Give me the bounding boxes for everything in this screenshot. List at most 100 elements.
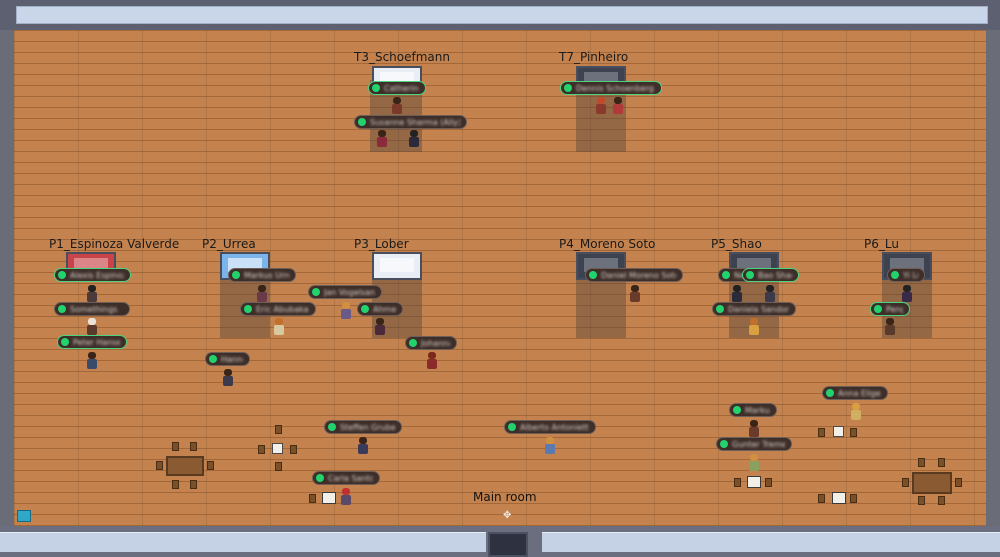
player-avatar[interactable] [274,318,284,335]
player-name-tag[interactable]: Dennis Schoenberg [560,81,662,95]
left-wall [0,30,14,530]
top-wall [0,0,1000,30]
player-avatar[interactable] [749,454,759,471]
area-label-t3: T3_Schoefmann [354,50,450,64]
chair [190,442,197,451]
chair [918,458,925,467]
wooden-floor[interactable] [14,30,986,526]
online-status-icon [372,84,380,92]
chair [818,428,825,437]
online-status-icon [312,288,320,296]
player-name-tag[interactable]: Hannes [205,352,250,366]
player-name-tag[interactable]: Alexis Espinoza [54,268,131,282]
chair [275,425,282,434]
chair [290,445,297,454]
player-avatar[interactable] [377,130,387,147]
player-avatar[interactable] [427,352,437,369]
player-avatar[interactable] [87,285,97,302]
area-label-p6: P6_Lu [864,237,899,251]
online-status-icon [733,406,741,414]
table-right [912,472,952,494]
player-avatar[interactable] [358,437,368,454]
area-label-p3: P3_Lober [354,237,409,251]
player-name-tag[interactable]: Catherine [368,81,426,95]
chair [172,480,179,489]
player-name-tag[interactable]: Jan Vogelsang [308,285,382,299]
player-name-tag[interactable]: Daniela Sandoni [712,302,796,316]
player-avatar[interactable] [545,437,555,454]
player-name-tag[interactable]: Carla Santos [312,471,380,485]
online-status-icon [328,423,336,431]
online-status-icon [409,339,417,347]
player-name-tag[interactable]: Markus Urrea [228,268,296,282]
chair [275,462,282,471]
chair [902,478,909,487]
player-avatar[interactable] [749,318,759,335]
player-name-tag[interactable]: Eric Abubakare [240,302,316,316]
chair [734,478,741,487]
player-avatar[interactable] [902,285,912,302]
player-avatar[interactable] [87,318,97,335]
player-name-tag[interactable]: Johanna [405,336,457,350]
player-avatar[interactable] [613,97,623,114]
chair [207,461,214,470]
player-avatar[interactable] [409,130,419,147]
chair [850,428,857,437]
player-avatar[interactable] [732,285,742,302]
online-status-icon [244,305,252,313]
player-name-tag[interactable]: Alberto Antonietti [504,420,596,434]
online-status-icon [746,271,754,279]
online-status-icon [891,271,899,279]
player-name-tag[interactable]: Somethings [54,302,130,316]
whiteboard-p3[interactable] [372,252,422,280]
player-avatar[interactable] [392,97,402,114]
online-status-icon [589,271,597,279]
chair [938,458,945,467]
player-avatar[interactable] [257,285,267,302]
player-avatar[interactable] [851,403,861,420]
online-status-icon [58,305,66,313]
player-name-tag[interactable]: Susanne Sharma (Ally) [354,115,467,129]
online-status-icon [722,271,730,279]
area-label-p1: P1_Espinoza Valverde [49,237,180,251]
room-door[interactable] [488,532,528,557]
chair [309,494,316,503]
player-name-tag[interactable]: Peter Hansen [57,335,127,349]
player-avatar[interactable] [223,369,233,386]
player-name-tag[interactable]: Gunter Tremesch [716,437,792,451]
arrow-marker-icon: ✥ [503,510,512,521]
chair [850,494,857,503]
player-name-tag[interactable]: Pengy [870,302,910,316]
player-avatar[interactable] [341,302,351,319]
computer-monitor [747,476,761,488]
player-name-tag[interactable]: Steffen Gruber [324,420,402,434]
online-status-icon [564,84,572,92]
player-avatar[interactable] [341,488,351,505]
player-avatar[interactable] [375,318,385,335]
online-status-icon [508,423,516,431]
player-name-tag[interactable]: Markus [729,403,777,417]
map-icon[interactable] [17,510,31,522]
player-avatar[interactable] [87,352,97,369]
player-avatar[interactable] [885,318,895,335]
area-label-p2: P2_Urrea [202,237,256,251]
player-name-tag[interactable]: Yi Lu [887,268,925,282]
player-avatar[interactable] [630,285,640,302]
player-name-tag[interactable]: Daniel Moreno Soto [585,268,683,282]
area-label-t7: T7_Pinheiro [559,50,629,64]
player-avatar[interactable] [765,285,775,302]
chair [918,496,925,505]
online-status-icon [361,305,369,313]
player-name-tag[interactable]: Anna Eligen [822,386,888,400]
chair [818,494,825,503]
online-status-icon [358,118,366,126]
player-avatar[interactable] [749,420,759,437]
player-name-tag[interactable]: Bao Shao [742,268,799,282]
area-label-main-room: Main room [473,490,537,504]
online-status-icon [874,305,882,313]
online-status-icon [61,338,69,346]
player-avatar[interactable] [596,97,606,114]
computer-monitor [322,492,336,504]
player-name-tag[interactable]: Ahmed [357,302,403,316]
online-status-icon [720,440,728,448]
